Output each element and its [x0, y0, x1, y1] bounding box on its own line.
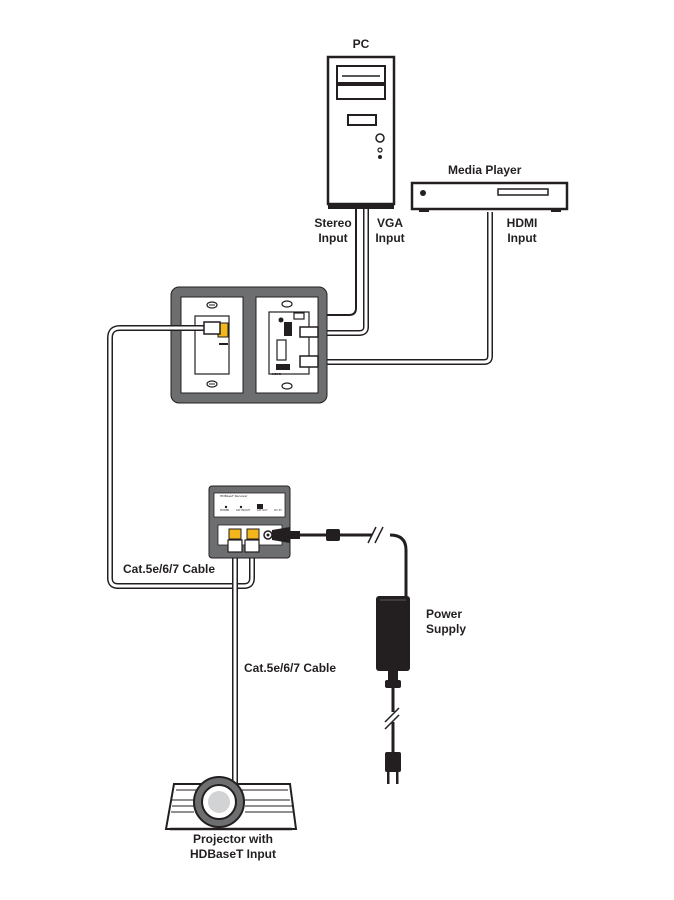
pc-label: PC — [352, 37, 370, 51]
stereo-input-line2: Input — [318, 231, 348, 245]
power-supply-line2: Supply — [426, 622, 467, 636]
pc-tower — [326, 55, 396, 209]
power-supply-adapter — [376, 596, 410, 784]
stereo-input-line1: Stereo — [314, 216, 352, 230]
projector — [164, 776, 298, 831]
vga-input-line1: VGA — [376, 216, 403, 230]
dc-plug — [272, 527, 340, 543]
cat-cable-wall-to-receiver — [107, 325, 255, 589]
projector-line1: Projector with — [192, 832, 273, 846]
media-player — [410, 181, 569, 212]
source-cables — [296, 209, 493, 365]
projector-label: Projector with HDBaseT Input — [178, 832, 288, 862]
rj45-plug-wall — [203, 321, 221, 335]
port-label-dc: DC 5V — [274, 509, 282, 512]
port-label-cat-out: CAT OUT — [256, 509, 268, 512]
hdmi-input-label: HDMI Input — [502, 216, 542, 246]
hdbaset-receiver — [208, 485, 291, 559]
cat-cable-label-receiver: Cat.5e/6/7 Cable — [123, 562, 216, 576]
cat-cable-label-projector: Cat.5e/6/7 Cable — [244, 661, 337, 675]
dc-power-cable — [285, 526, 408, 596]
receiver-port-labels: POWER CAT IN/OUT CAT OUT DC 5V — [220, 509, 282, 512]
port-label-power: POWER — [220, 509, 230, 512]
stereo-input-label: Stereo Input — [310, 216, 356, 246]
vga-input-line2: Input — [375, 231, 405, 245]
hdmi-input-line2: Input — [507, 231, 537, 245]
wall-plate — [170, 286, 328, 404]
power-supply-label: Power Supply — [426, 607, 466, 637]
hdmi-input-line1: HDMI — [506, 216, 538, 230]
port-label-cat-in-out: CAT IN/OUT — [235, 509, 251, 512]
media-player-label: Media Player — [448, 163, 522, 177]
vga-input-label: VGA Input — [370, 216, 410, 246]
projector-line2: HDBaseT Input — [189, 847, 276, 861]
wall-plate-hdmi-label: HDMI — [272, 372, 282, 376]
power-supply-line1: Power — [426, 607, 463, 621]
receiver-top-label: HDBaseT Receiver — [220, 494, 248, 498]
